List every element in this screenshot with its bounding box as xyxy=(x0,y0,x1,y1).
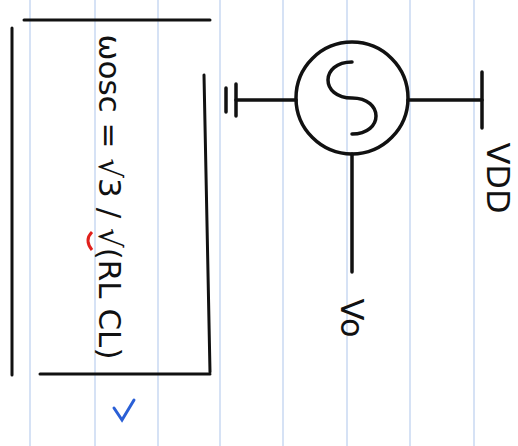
signal-label: Vo xyxy=(333,299,371,338)
equation-box: ωosc = √3 / √(RL CL) xyxy=(14,22,206,372)
equation-text: ωosc = √3 / √(RL CL) xyxy=(92,35,128,360)
ruled-lines xyxy=(30,0,474,446)
check-mark xyxy=(114,400,134,420)
red-correction xyxy=(88,232,92,250)
signal-label: VDD xyxy=(479,142,517,213)
box-frame xyxy=(12,20,210,375)
oscillator-symbol xyxy=(226,42,482,272)
